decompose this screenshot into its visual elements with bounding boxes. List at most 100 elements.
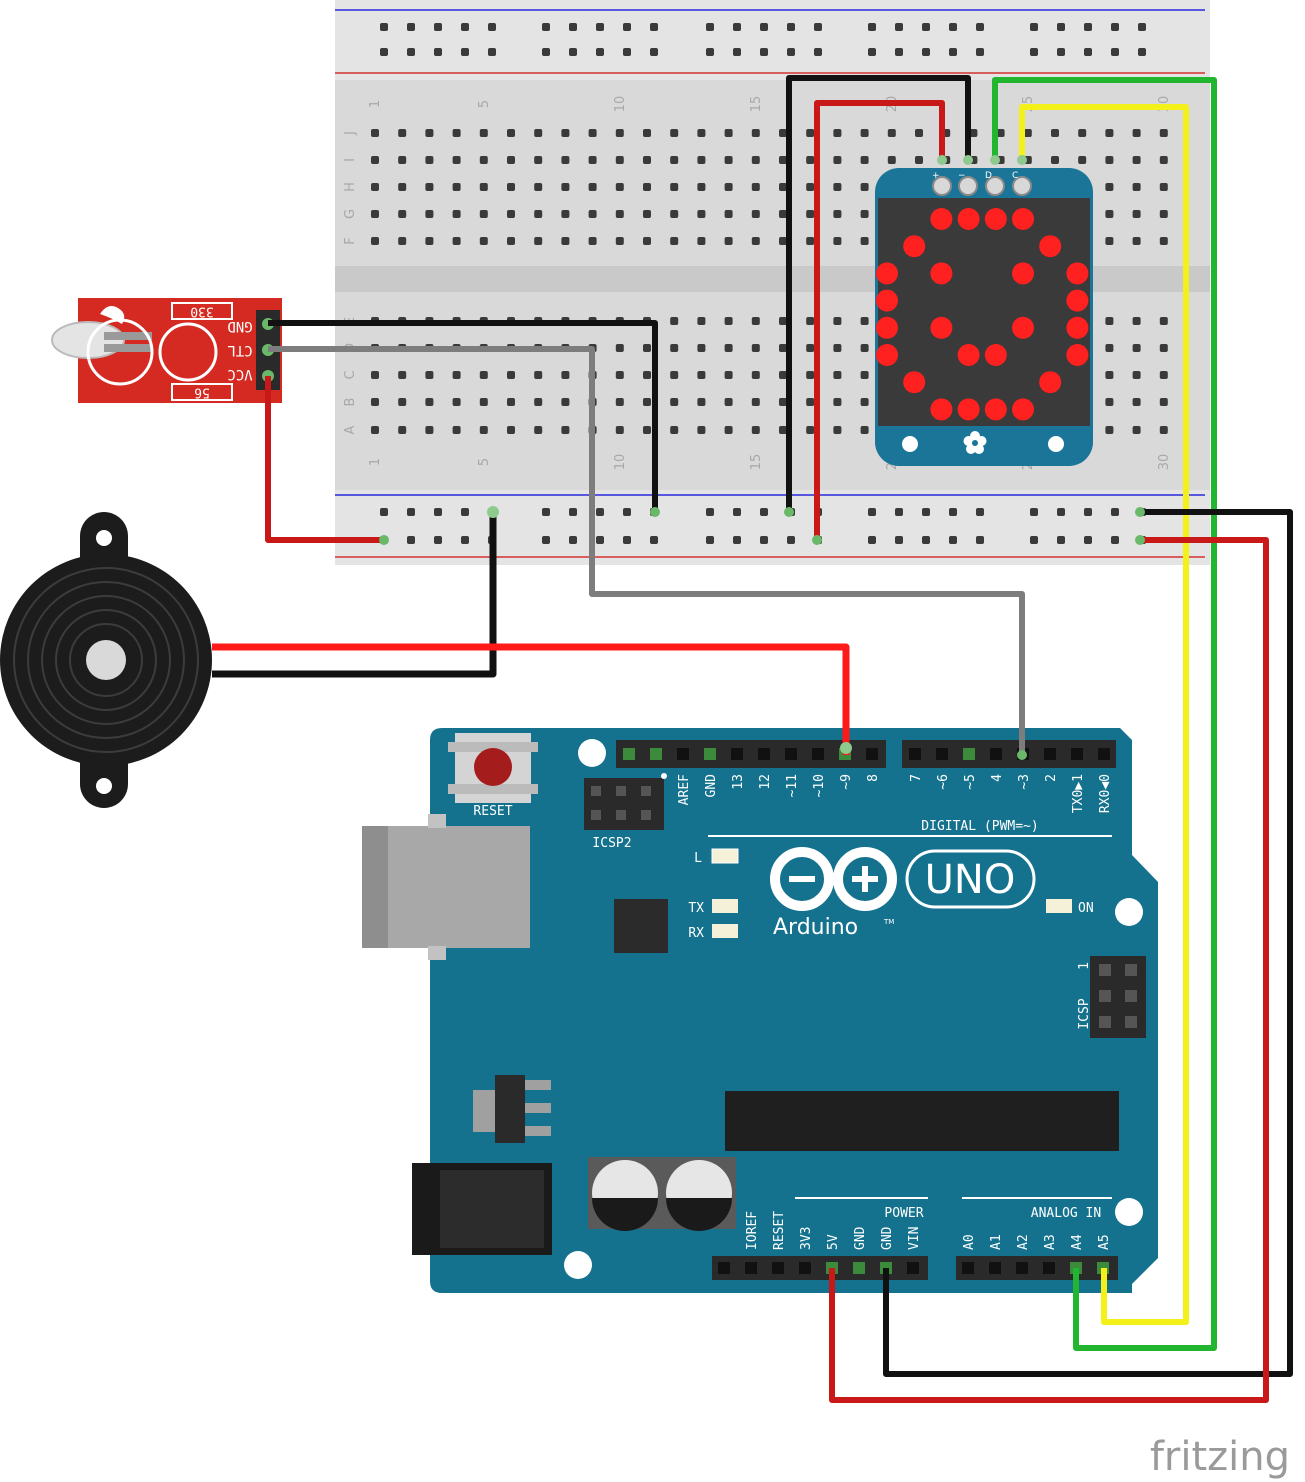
breadboard-hole[interactable] xyxy=(833,129,842,137)
breadboard-hole[interactable] xyxy=(425,156,434,164)
breadboard-hole[interactable] xyxy=(398,237,407,245)
rail-hole[interactable] xyxy=(488,48,496,56)
breadboard-hole[interactable] xyxy=(507,371,515,379)
digital-pin[interactable] xyxy=(936,748,948,760)
breadboard-hole[interactable] xyxy=(588,183,597,191)
digital-pin[interactable] xyxy=(650,748,662,760)
breadboard-hole[interactable] xyxy=(1078,156,1087,164)
breadboard-hole[interactable] xyxy=(425,210,434,218)
wire-matrix-vcc[interactable] xyxy=(814,100,945,540)
breadboard-hole[interactable] xyxy=(371,371,379,379)
breadboard-hole[interactable] xyxy=(561,183,570,191)
breadboard-hole[interactable] xyxy=(724,371,733,379)
breadboard-hole[interactable] xyxy=(425,398,434,406)
rail-hole[interactable] xyxy=(922,48,930,56)
breadboard-hole[interactable] xyxy=(643,371,651,379)
breadboard-hole[interactable] xyxy=(1132,129,1141,137)
breadboard-hole[interactable] xyxy=(588,237,597,245)
rail-hole[interactable] xyxy=(1057,23,1065,31)
breadboard-hole[interactable] xyxy=(479,210,488,218)
digital-pin[interactable] xyxy=(990,748,1002,760)
breadboard-hole[interactable] xyxy=(1132,237,1141,245)
breadboard-hole[interactable] xyxy=(1023,129,1032,137)
power-pin[interactable] xyxy=(907,1262,919,1274)
rail-hole[interactable] xyxy=(596,48,604,56)
rail-hole[interactable] xyxy=(733,536,741,544)
breadboard-hole[interactable] xyxy=(507,398,515,406)
rail-hole[interactable] xyxy=(1030,508,1038,516)
breadboard-hole[interactable] xyxy=(615,344,624,352)
rail-hole[interactable] xyxy=(1111,536,1119,544)
breadboard-hole[interactable] xyxy=(1105,398,1114,406)
rail-hole[interactable] xyxy=(760,23,768,31)
breadboard-hole[interactable] xyxy=(915,129,923,137)
rail-hole[interactable] xyxy=(1057,48,1065,56)
breadboard-hole[interactable] xyxy=(833,398,842,406)
rail-hole[interactable] xyxy=(407,508,415,516)
rail-hole[interactable] xyxy=(868,508,876,516)
breadboard-hole[interactable] xyxy=(479,183,488,191)
digital-pin[interactable] xyxy=(1098,748,1110,760)
breadboard-hole[interactable] xyxy=(1132,371,1141,379)
breadboard-hole[interactable] xyxy=(833,344,842,352)
breadboard-hole[interactable] xyxy=(561,426,570,434)
breadboard-hole[interactable] xyxy=(779,398,787,406)
breadboard-hole[interactable] xyxy=(751,426,760,434)
breadboard-hole[interactable] xyxy=(371,156,379,164)
breadboard-hole[interactable] xyxy=(615,237,624,245)
breadboard-hole[interactable] xyxy=(724,129,733,137)
breadboard-hole[interactable] xyxy=(779,426,787,434)
rail-hole[interactable] xyxy=(1084,23,1092,31)
rail-hole[interactable] xyxy=(1084,536,1092,544)
breadboard-hole[interactable] xyxy=(751,129,760,137)
matrix-pin[interactable] xyxy=(932,176,952,196)
rail-hole[interactable] xyxy=(895,508,903,516)
breadboard-hole[interactable] xyxy=(751,183,760,191)
breadboard-hole[interactable] xyxy=(1132,156,1141,164)
breadboard-hole[interactable] xyxy=(615,398,624,406)
breadboard-hole[interactable] xyxy=(833,317,842,325)
rail-hole[interactable] xyxy=(733,508,741,516)
breadboard-hole[interactable] xyxy=(779,237,787,245)
rail-hole[interactable] xyxy=(949,23,957,31)
rail-hole[interactable] xyxy=(733,48,741,56)
wire-sensor-vcc[interactable] xyxy=(265,376,384,543)
breadboard-hole[interactable] xyxy=(1159,426,1168,434)
breadboard-hole[interactable] xyxy=(697,398,706,406)
breadboard-hole[interactable] xyxy=(1105,210,1114,218)
rail-hole[interactable] xyxy=(895,536,903,544)
breadboard-hole[interactable] xyxy=(860,210,869,218)
rail-hole[interactable] xyxy=(596,508,604,516)
breadboard-hole[interactable] xyxy=(588,156,597,164)
breadboard-hole[interactable] xyxy=(779,156,787,164)
digital-pin[interactable] xyxy=(866,748,878,760)
breadboard-hole[interactable] xyxy=(697,210,706,218)
breadboard-hole[interactable] xyxy=(1105,426,1114,434)
breadboard-hole[interactable] xyxy=(1105,129,1114,137)
rail-hole[interactable] xyxy=(1111,48,1119,56)
rail-hole[interactable] xyxy=(569,536,577,544)
rail-hole[interactable] xyxy=(623,508,631,516)
breadboard-hole[interactable] xyxy=(425,129,434,137)
breadboard-hole[interactable] xyxy=(398,371,407,379)
breadboard-hole[interactable] xyxy=(1051,129,1059,137)
breadboard-hole[interactable] xyxy=(1051,156,1059,164)
breadboard-hole[interactable] xyxy=(697,156,706,164)
rail-hole[interactable] xyxy=(596,536,604,544)
breadboard-hole[interactable] xyxy=(534,398,543,406)
breadboard-hole[interactable] xyxy=(398,426,407,434)
breadboard-hole[interactable] xyxy=(1132,183,1141,191)
rail-hole[interactable] xyxy=(434,508,442,516)
breadboard-hole[interactable] xyxy=(1159,129,1168,137)
breadboard-hole[interactable] xyxy=(398,210,407,218)
rail-hole[interactable] xyxy=(650,23,658,31)
rail-hole[interactable] xyxy=(407,48,415,56)
breadboard-hole[interactable] xyxy=(697,317,706,325)
rail-hole[interactable] xyxy=(1138,48,1146,56)
breadboard-hole[interactable] xyxy=(724,210,733,218)
rail-hole[interactable] xyxy=(461,23,469,31)
rail-hole[interactable] xyxy=(1030,23,1038,31)
rail-hole[interactable] xyxy=(623,536,631,544)
breadboard-hole[interactable] xyxy=(534,156,543,164)
breadboard-hole[interactable] xyxy=(615,426,624,434)
